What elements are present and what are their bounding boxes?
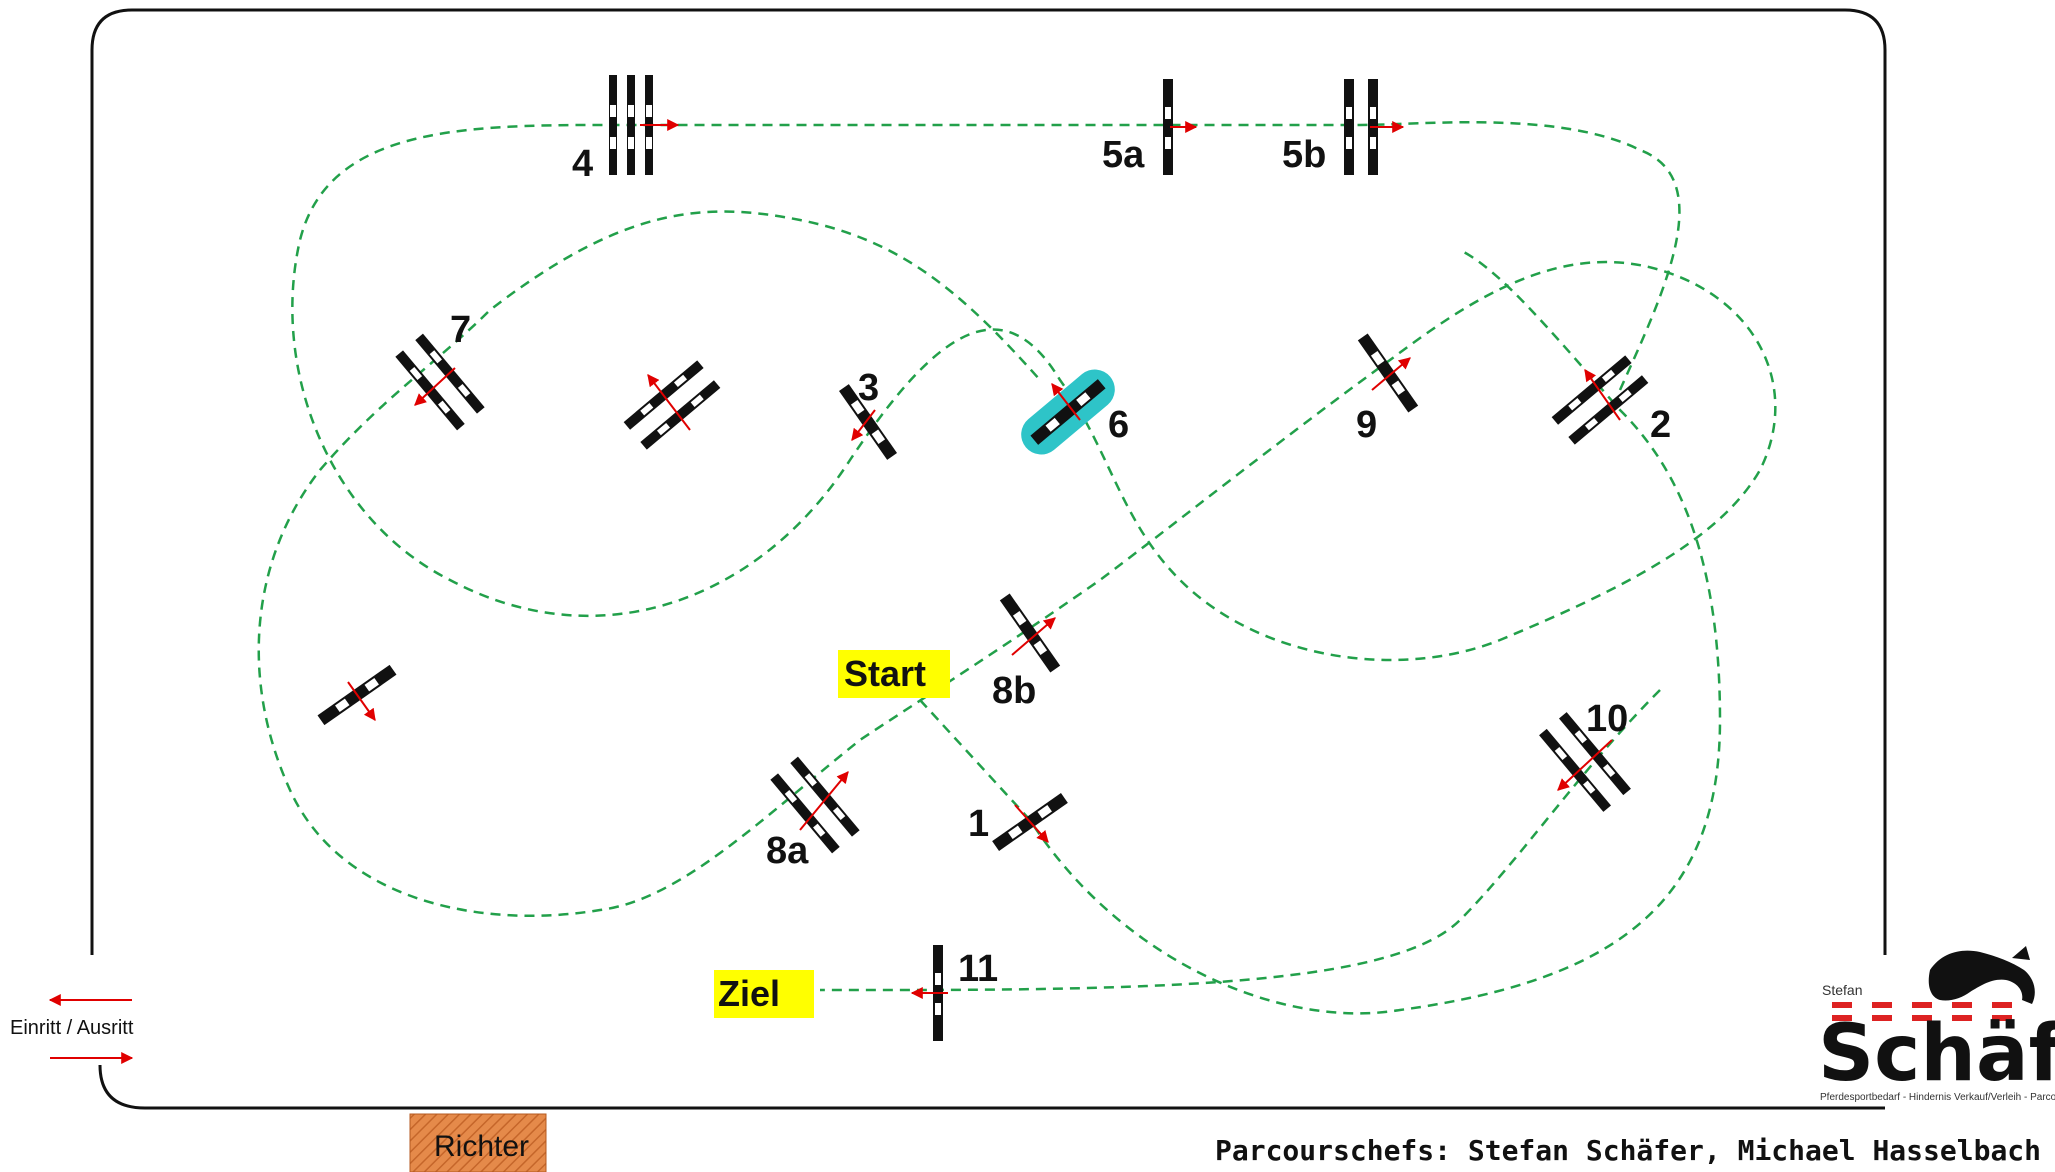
jump-label-5a: 5a bbox=[1102, 134, 1145, 176]
start-marker: Start bbox=[838, 650, 950, 698]
entry-exit-label: Einritt / Ausritt bbox=[10, 1017, 134, 1039]
jump-label-8a: 8a bbox=[766, 830, 809, 872]
jump-10 bbox=[1539, 712, 1631, 812]
jump-label-1: 1 bbox=[968, 803, 989, 845]
jump-8a bbox=[770, 756, 860, 854]
jump-label-7: 7 bbox=[450, 309, 471, 351]
direction-arrows bbox=[48, 119, 1621, 1064]
judge-label: Richter bbox=[434, 1130, 529, 1163]
schaefer-logo: Stefan Schäfer Pferdesportbedarf - Hinde… bbox=[1818, 946, 2055, 1103]
jump-6 bbox=[1021, 369, 1115, 455]
jump-label-2: 2 bbox=[1650, 404, 1671, 446]
jump-9 bbox=[1357, 333, 1419, 413]
route bbox=[257, 121, 1777, 1015]
jump-label-3: 3 bbox=[858, 367, 879, 409]
finish-label: Ziel bbox=[718, 973, 780, 1014]
start-label: Start bbox=[844, 653, 926, 694]
arena-outline bbox=[90, 8, 1887, 1110]
logo-first-name: Stefan bbox=[1822, 982, 1862, 998]
jump-label-8b: 8b bbox=[992, 670, 1036, 712]
course-designers-credit: Parcourschefs: Stefan Schäfer, Michael H… bbox=[1215, 1134, 2041, 1167]
jump-labels: 1 2 3 4 5a 5b 6 7 8a 8b 9 10 11 bbox=[450, 134, 1671, 990]
jump-label-6: 6 bbox=[1108, 404, 1129, 446]
jumps bbox=[317, 75, 1649, 1041]
logo-name: Schäfer bbox=[1818, 1009, 2055, 1099]
judge-box: Richter bbox=[409, 1113, 547, 1172]
jump-label-4: 4 bbox=[572, 143, 593, 185]
jump-label-11: 11 bbox=[958, 948, 998, 990]
jump-label-5b: 5b bbox=[1282, 134, 1326, 176]
horse-icon bbox=[1928, 946, 2035, 1004]
jump-3 bbox=[838, 384, 898, 460]
jump-label-9: 9 bbox=[1356, 404, 1377, 446]
logo-tagline: Pferdesportbedarf - Hindernis Verkauf/Ve… bbox=[1820, 1092, 2055, 1103]
jump-label-10: 10 bbox=[1586, 698, 1628, 740]
finish-marker: Ziel bbox=[714, 970, 814, 1018]
jump-8b bbox=[999, 593, 1061, 673]
jump-2 bbox=[1551, 355, 1649, 445]
jump-5a bbox=[1163, 79, 1173, 175]
